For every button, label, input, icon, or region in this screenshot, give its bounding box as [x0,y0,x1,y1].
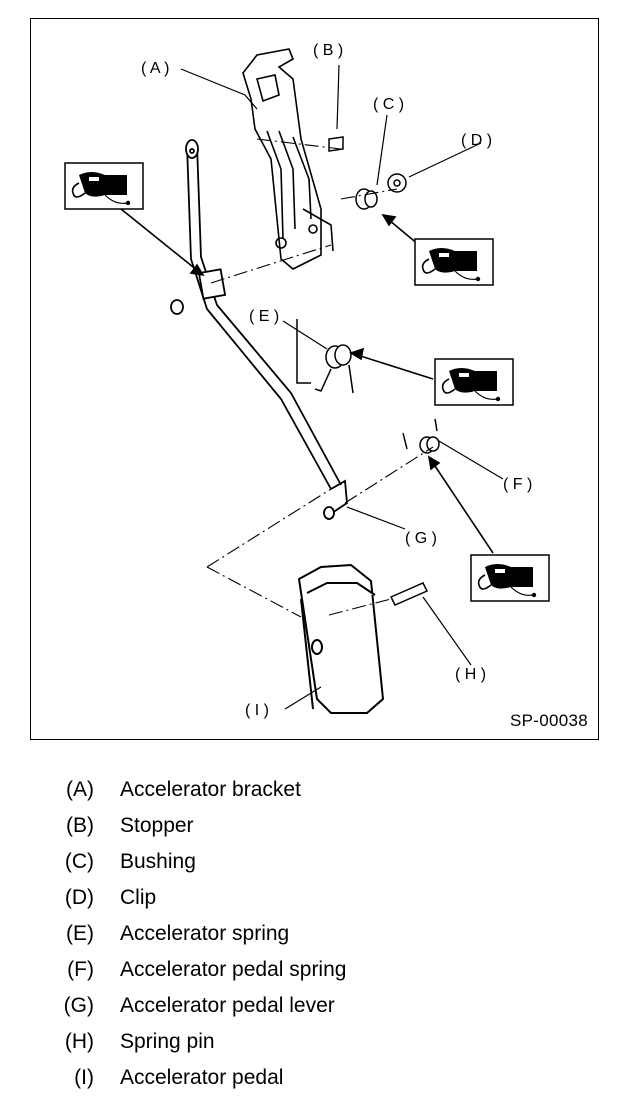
legend-code: (E) [66,922,94,945]
callout-b: ( B ) [313,42,343,59]
exploded-diagram: ( A ) ( B ) ( C ) ( D ) ( E ) ( F ) ( G … [30,18,599,740]
leader-lines [180,64,504,710]
legend-name: Clip [120,886,157,909]
alignment-lines [206,138,434,618]
callout-e: ( E ) [249,308,279,325]
legend-code: (A) [66,778,94,801]
legend-code: (H) [64,1030,94,1053]
callout-i: ( I ) [245,702,269,719]
legend-code: (F) [67,958,94,981]
spring-pin [389,582,429,606]
grease-arrows [120,208,494,554]
legend-name: Accelerator spring [120,922,290,945]
legend-code: (D) [64,886,94,909]
accelerator-pedal-lever [170,139,348,520]
legend-name: Spring pin [120,1030,215,1053]
clip [387,173,407,193]
accelerator-pedal [297,563,385,714]
callout-f: ( F ) [503,476,532,493]
callout-a: ( A ) [141,60,169,77]
legend-code: (G) [63,994,94,1017]
callout-c: ( C ) [373,96,404,113]
legend-name: Accelerator pedal lever [120,994,335,1017]
legend-name: Bushing [120,850,196,873]
callout-d: ( D ) [461,132,492,149]
diagram-svg: ( A ) ( B ) ( C ) ( D ) ( E ) ( F ) ( G … [64,42,550,719]
legend-name: Stopper [120,814,194,837]
grease-gun-icon [64,162,144,210]
legend-code: (C) [64,850,94,873]
legend-name: Accelerator pedal [120,1066,284,1089]
grease-gun-icon [470,554,550,602]
legend-name: Accelerator bracket [120,778,301,801]
accelerator-pedal-spring [402,418,440,454]
callout-h: ( H ) [455,666,486,683]
callout-g: ( G ) [405,530,437,547]
accelerator-spring [296,319,354,394]
legend-code: (I) [74,1066,94,1089]
grease-gun-icon [434,358,514,406]
grease-gun-icon [414,238,494,286]
legend-code: (B) [66,814,94,837]
figure-code: SP-00038 [509,711,588,730]
bushing [355,188,378,210]
accelerator-bracket [242,48,334,270]
legend-name: Accelerator pedal spring [120,958,347,981]
